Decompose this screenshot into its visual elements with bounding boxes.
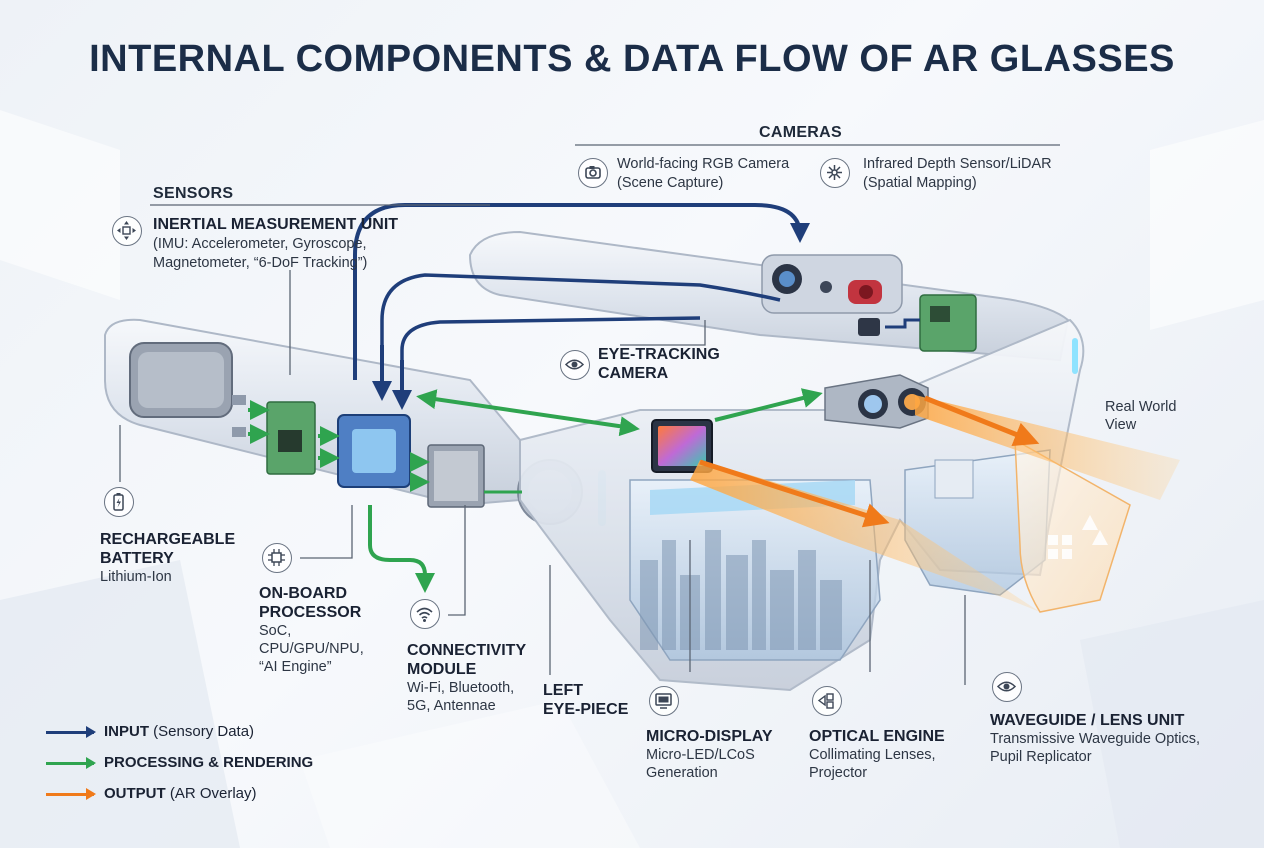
- micro-display-detail-2: Generation: [646, 765, 718, 781]
- left-eyepiece-line1: LEFT: [543, 682, 583, 699]
- chip-icon: [262, 543, 292, 573]
- processor-title-2: PROCESSOR: [259, 604, 362, 621]
- battery-detail: Lithium-Ion: [100, 569, 172, 585]
- processor-detail-3: “AI Engine”: [259, 659, 332, 675]
- battery-title-2: BATTERY: [100, 550, 174, 567]
- depth-sensor-label: Infrared Depth Sensor/LiDAR: [863, 156, 1052, 172]
- imu-dpad-icon: [112, 216, 142, 246]
- eye-icon: [992, 672, 1022, 702]
- sensors-heading: SENSORS: [153, 185, 234, 202]
- legend-processing-swatch: [46, 757, 96, 769]
- eye-tracking-line1: EYE-TRACKING: [598, 346, 720, 363]
- projector-icon: [812, 686, 842, 716]
- left-eyepiece-line2: EYE-PIECE: [543, 701, 629, 718]
- legend-input-swatch: [46, 726, 96, 738]
- page-title: INTERNAL COMPONENTS & DATA FLOW OF AR GL…: [89, 38, 1175, 80]
- connectivity-title-1: CONNECTIVITY: [407, 642, 527, 659]
- legend-input-label: INPUT (Sensory Data): [104, 723, 255, 740]
- micro-display-detail-1: Micro-LED/LCoS: [646, 747, 755, 763]
- legend-processing-label: PROCESSING & RENDERING: [104, 754, 314, 771]
- legend-output-label: OUTPUT (AR Overlay): [104, 785, 257, 802]
- optical-engine-title: OPTICAL ENGINE: [809, 728, 945, 745]
- processor-detail-1: SoC,: [259, 623, 292, 639]
- connectivity-detail-2: 5G, Antennae: [407, 698, 496, 714]
- imu-title: INERTIAL MEASUREMENT UNIT: [153, 216, 399, 233]
- imu-detail-2: Magnetometer, “6-DoF Tracking”): [153, 255, 368, 271]
- depth-sensor-detail: (Spatial Mapping): [863, 175, 977, 191]
- output-beams: [690, 395, 1180, 612]
- city-skyline: [640, 530, 842, 650]
- camera-icon: [578, 158, 608, 188]
- processor-title-1: ON-BOARD: [259, 585, 347, 602]
- cameras-heading: CAMERAS: [759, 124, 842, 141]
- eye-tracking-line2: CAMERA: [598, 365, 669, 382]
- battery-title-1: RECHARGEABLE: [100, 531, 236, 548]
- waveguide-detail-2: Pupil Replicator: [990, 749, 1092, 765]
- rgb-camera-label: World-facing RGB Camera: [617, 156, 790, 172]
- real-world-line2: View: [1105, 417, 1137, 433]
- connectivity-detail-1: Wi-Fi, Bluetooth,: [407, 680, 515, 696]
- battery-icon: [104, 487, 134, 517]
- optical-engine-detail-1: Collimating Lenses,: [809, 747, 936, 763]
- leader-lines: [119, 144, 1060, 685]
- connectivity-title-2: MODULE: [407, 661, 477, 678]
- optical-engine-detail-2: Projector: [809, 765, 868, 781]
- processor-detail-2: CPU/GPU/NPU,: [259, 641, 364, 657]
- rgb-camera-detail: (Scene Capture): [617, 175, 724, 191]
- legend-output-swatch: [46, 788, 96, 800]
- background-planes: [0, 110, 1264, 848]
- processing-arrows: [248, 388, 823, 593]
- wifi-icon: [410, 599, 440, 629]
- eye-icon: [560, 350, 590, 380]
- waveguide-title: WAVEGUIDE / LENS UNIT: [990, 712, 1185, 729]
- monitor-icon: [649, 686, 679, 716]
- waveguide-detail-1: Transmissive Waveguide Optics,: [990, 731, 1201, 747]
- depth-sensor-icon: [820, 158, 850, 188]
- real-world-line1: Real World: [1105, 399, 1177, 415]
- micro-display-title: MICRO-DISPLAY: [646, 728, 773, 745]
- imu-detail-1: (IMU: Accelerometer, Gyroscope,: [153, 236, 367, 252]
